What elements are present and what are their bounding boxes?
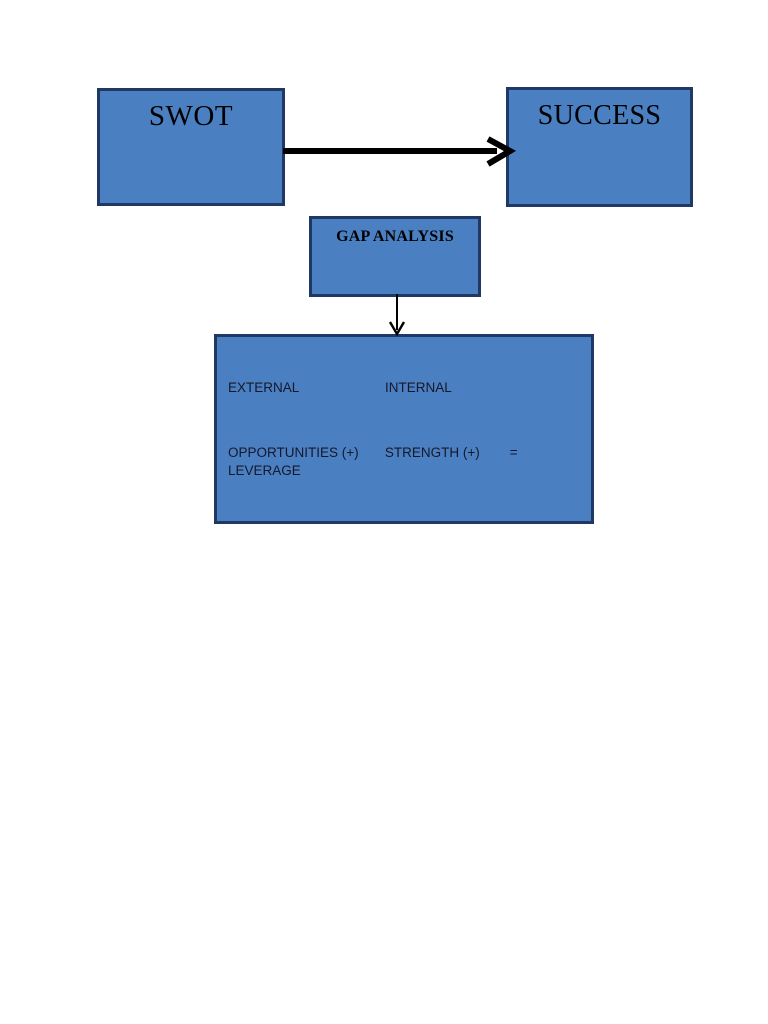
arrow-head [388,321,406,337]
node-swot-label: SWOT [148,100,234,132]
matrix-panel[interactable]: EXTERNAL INTERNAL OPPORTUNITIES (+) STRE… [214,334,594,524]
matrix-text-block: EXTERNAL INTERNAL OPPORTUNITIES (+) STRE… [228,342,591,521]
arrow-swot-to-success [283,136,517,167]
arrow-head [486,136,517,167]
matrix-line: OPPORTUNITIES (+) STRENGTH (+) = LEVERAG… [228,444,533,479]
node-gap-analysis[interactable]: GAP ANALYSIS [309,216,481,297]
arrow-gap-to-matrix [388,294,406,337]
matrix-line: EXTERNAL INTERNAL [228,380,452,395]
node-gap-analysis-label: GAP ANALYSIS [336,228,454,245]
node-success-label: SUCCESS [537,100,662,131]
node-success[interactable]: SUCCESS [506,87,693,207]
node-swot[interactable]: SWOT [97,88,285,206]
